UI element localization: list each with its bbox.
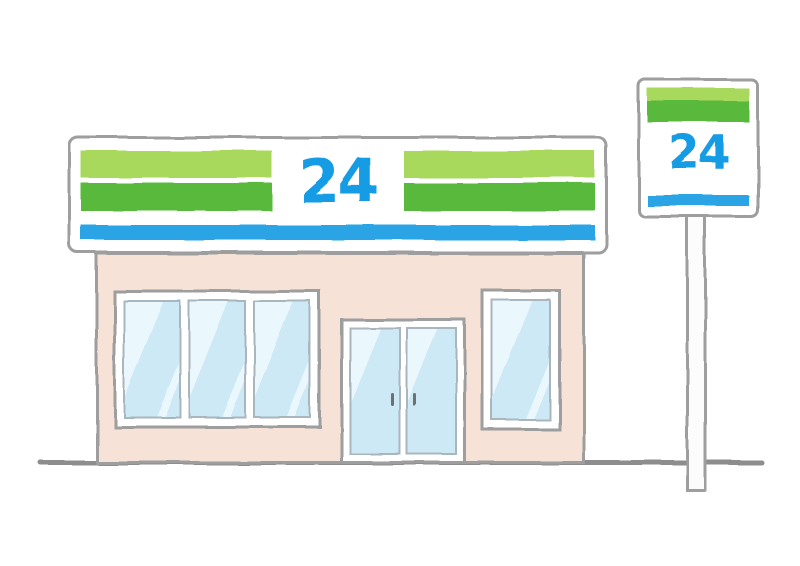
sign-24-text: 24 <box>298 147 379 217</box>
door-handle-icon <box>390 393 394 407</box>
store-sign: 24 <box>68 136 608 254</box>
pole-sign-stripe-light-green <box>647 88 749 101</box>
left-window <box>113 290 321 428</box>
entrance-door <box>340 318 466 464</box>
store-building <box>95 252 585 464</box>
window-pane <box>253 300 311 418</box>
sign-24-label: 24 <box>272 143 404 221</box>
door-left-panel <box>349 327 401 455</box>
sign-pole <box>686 214 707 492</box>
pole-sign-board: 24 <box>637 78 759 218</box>
pole-sign-24-label: 24 <box>640 121 756 183</box>
door-right-panel <box>405 327 457 455</box>
door-handle-icon <box>412 393 416 407</box>
window-pane <box>123 300 181 418</box>
pole-sign-stripe-blue <box>647 195 749 206</box>
window-pane <box>491 299 551 421</box>
pole-sign-24-text: 24 <box>667 125 730 179</box>
window-pane <box>188 300 246 418</box>
sign-stripe-blue <box>81 225 595 240</box>
pole-sign-stripe-green <box>647 101 749 122</box>
right-window <box>481 289 561 431</box>
